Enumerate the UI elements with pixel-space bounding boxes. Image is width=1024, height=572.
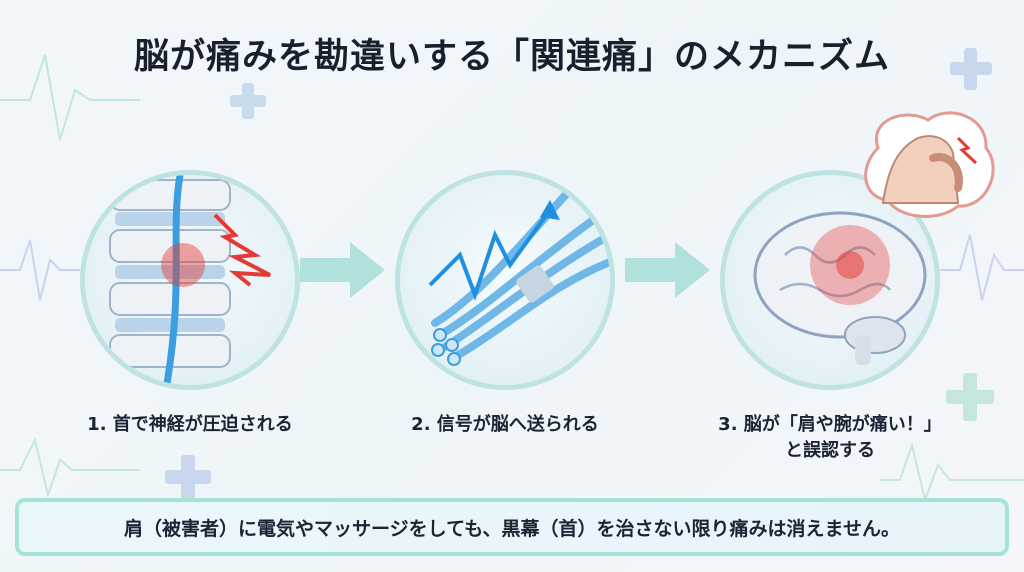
- arrow-right-icon: [625, 242, 710, 298]
- nerve-signal-icon: [428, 186, 610, 366]
- step-1-illustration: [80, 170, 300, 390]
- heartbeat-line-icon: [0, 54, 140, 141]
- summary-note: 肩（被害者）に電気やマッサージをしても、黒幕（首）を治さない限り痛みは消えません…: [15, 498, 1009, 556]
- plus-icon: [165, 455, 211, 499]
- page-title: 脳が痛みを勘違いする「関連痛」のメカニズム: [133, 37, 890, 77]
- summary-note-text: 肩（被害者）に電気やマッサージをしても、黒幕（首）を治さない限り痛みは消えません…: [124, 517, 900, 540]
- brain-pain-icon: [753, 211, 927, 365]
- step-3-label: 3. 脳が「肩や腕が痛い！」 と誤認する: [680, 412, 980, 464]
- heartbeat-line-icon: [940, 234, 1024, 301]
- step-1-label: 1. 首で神経が圧迫される: [87, 414, 293, 435]
- plus-icon: [946, 373, 994, 421]
- step-2-illustration: [395, 170, 615, 390]
- heartbeat-line-icon: [0, 239, 80, 301]
- step-3-label-line1: 3. 脳が「肩や腕が痛い！」: [718, 414, 942, 435]
- arrow-right-icon: [300, 242, 385, 298]
- spine-nerve-compression-icon: [109, 175, 271, 385]
- plus-icon: [230, 83, 266, 119]
- shoulder-pain-bubble-icon: [864, 111, 995, 218]
- heartbeat-line-icon: [0, 437, 140, 499]
- step-3-label-line2: と誤認する: [785, 440, 875, 461]
- step-2-label: 2. 信号が脳へ送られる: [411, 414, 599, 435]
- plus-icon: [950, 48, 992, 90]
